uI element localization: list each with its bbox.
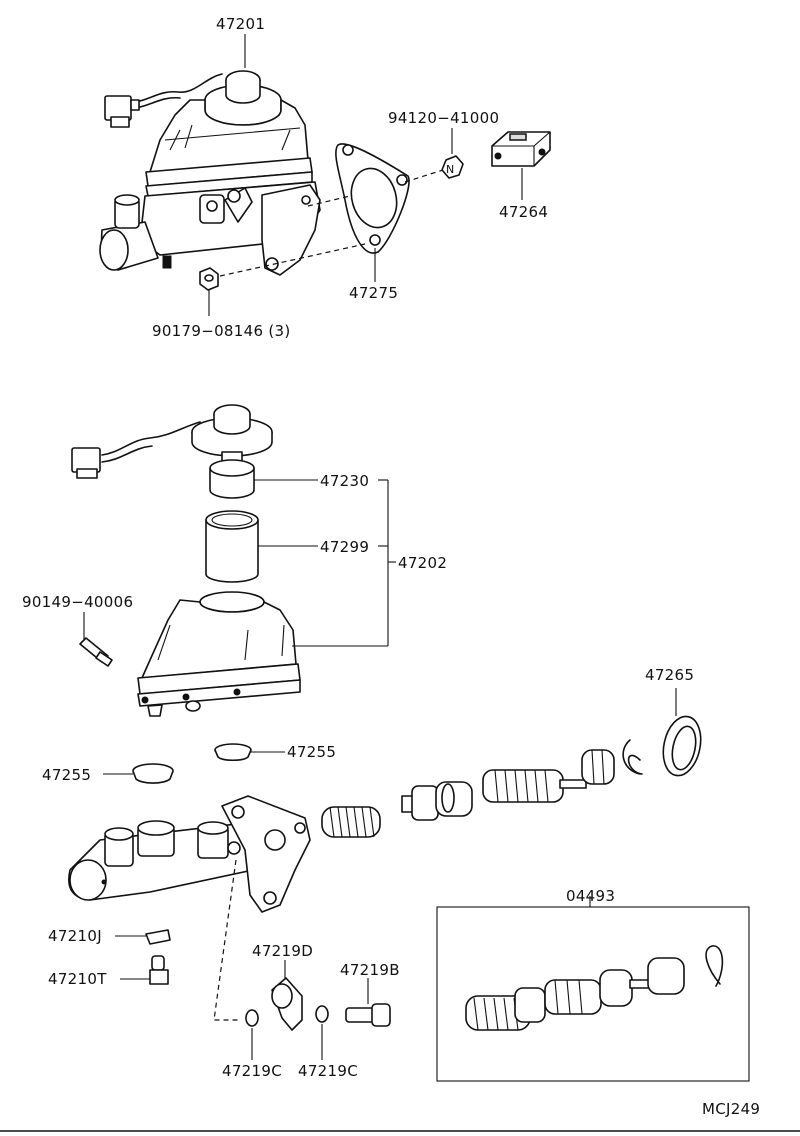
label-47219B: 47219B — [340, 961, 400, 979]
label-90149-40006: 90149−40006 — [22, 593, 133, 611]
master-cylinder-assembly-47201 — [99, 70, 321, 276]
label-04493: 04493 — [566, 887, 615, 905]
label-47299: 47299 — [320, 538, 369, 556]
bolt-47219B — [345, 978, 391, 1027]
reservoir-cap-and-wire — [71, 404, 273, 479]
label-47219D: 47219D — [252, 942, 313, 960]
label-47255-left: 47255 — [42, 766, 91, 784]
label-47264: 47264 — [499, 203, 548, 221]
reservoir-filter-47230 — [209, 459, 255, 499]
union-47219D — [271, 960, 303, 1031]
label-47201: 47201 — [216, 15, 265, 33]
washers-47219C — [245, 1005, 329, 1060]
reservoir-body-47202 — [137, 591, 301, 717]
nut-mark: N — [446, 163, 455, 176]
diagram-code: MCJ249 — [702, 1100, 760, 1118]
screw-90149-40006 — [79, 637, 113, 667]
label-47210J: 47210J — [48, 927, 102, 945]
cylinder-body — [68, 795, 311, 913]
label-47230: 47230 — [320, 472, 369, 490]
snap-ring-47265-area — [622, 739, 643, 775]
reservoir-strainer-47299 — [205, 510, 259, 583]
nut-94120-41000: N — [441, 155, 464, 179]
piston-spring-assembly — [321, 749, 615, 838]
grommet-47255-right — [214, 743, 252, 762]
label-90179-08146: 90179−08146 (3) — [152, 322, 291, 340]
label-94120-41000: 94120−41000 — [388, 109, 499, 127]
label-47255-right: 47255 — [287, 743, 336, 761]
grommet-47255-left — [132, 763, 174, 784]
bleeder-47210T — [120, 955, 169, 985]
connector-block-47264 — [491, 131, 551, 167]
repair-kit-box-04493 — [436, 896, 750, 1082]
dashed-guide-lower — [213, 859, 240, 1021]
cup-seal-47265 — [662, 688, 702, 777]
label-47265: 47265 — [645, 666, 694, 684]
nut-90179-08146 — [199, 267, 219, 291]
label-47275: 47275 — [349, 284, 398, 302]
leader-lines-top — [208, 34, 523, 316]
seal-47210J — [115, 929, 171, 945]
label-47210T: 47210T — [48, 970, 107, 988]
leader-lines-middle — [83, 479, 396, 647]
label-47219C-left: 47219C — [222, 1062, 282, 1080]
label-47202: 47202 — [398, 554, 447, 572]
label-47219C-right: 47219C — [298, 1062, 358, 1080]
gasket-47275 — [335, 143, 410, 254]
